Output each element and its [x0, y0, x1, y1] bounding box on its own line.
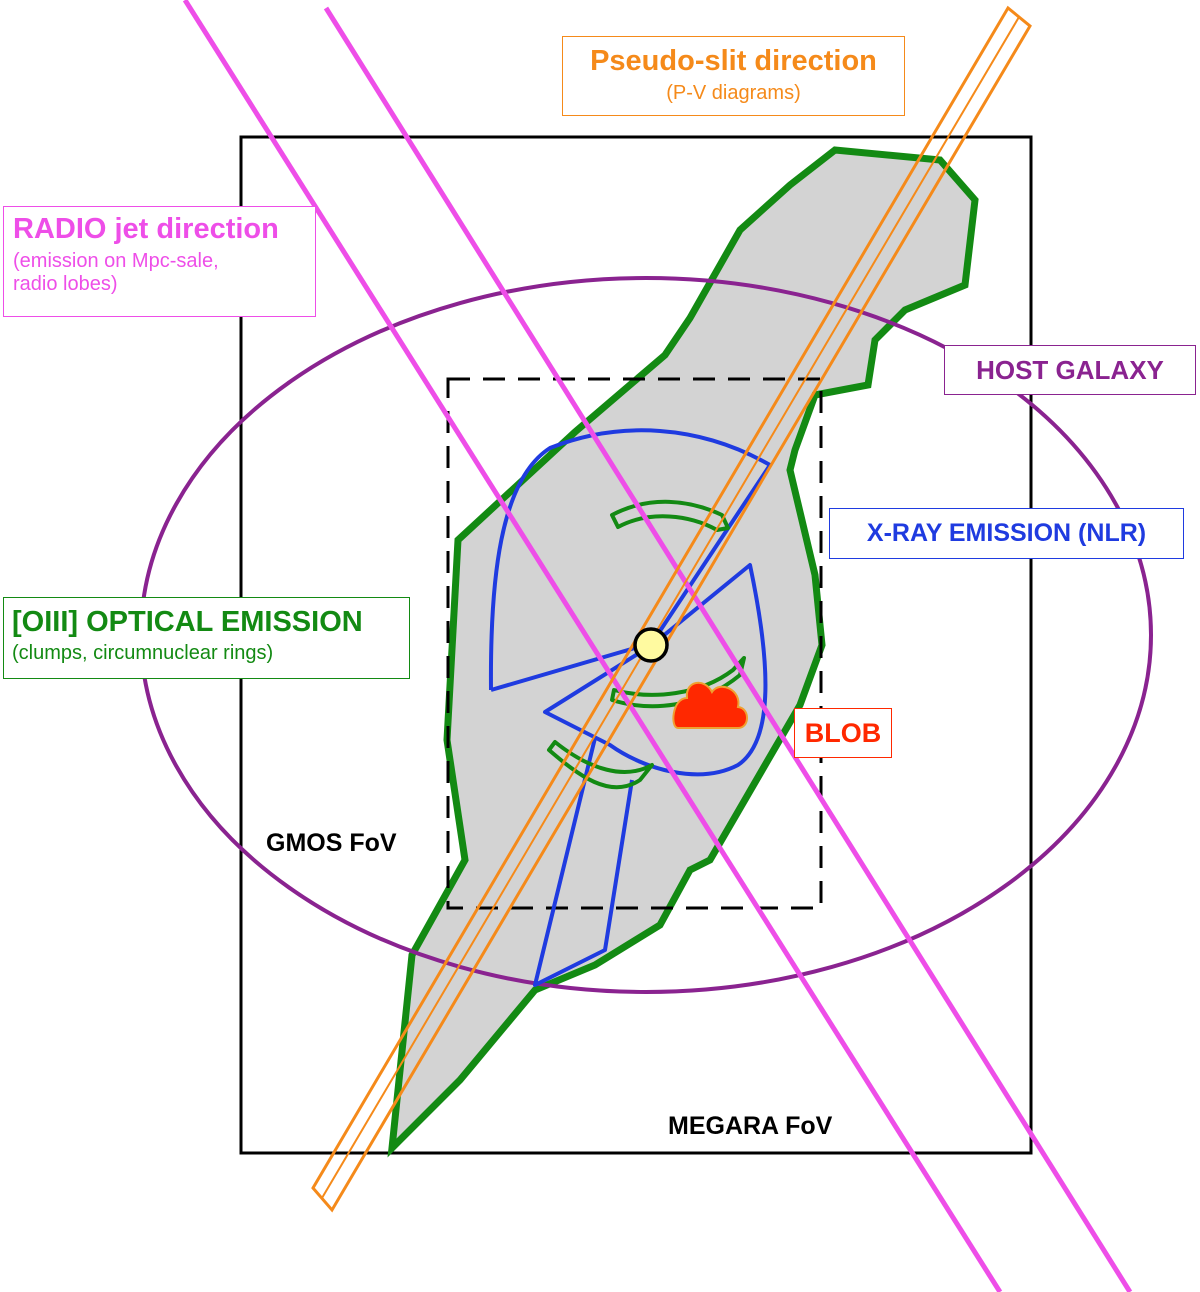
blob-label-title: BLOB [804, 718, 882, 748]
optical-label-box: [OIII] OPTICAL EMISSION (clumps, circumn… [3, 597, 410, 679]
optical-label-title: [OIII] OPTICAL EMISSION [12, 606, 363, 638]
cloud-icon [672, 682, 748, 729]
slit-label-sub: (P-V diagrams) [666, 82, 801, 104]
ring-arc-bottom [547, 740, 654, 790]
optical-emission-region [387, 146, 979, 1158]
pseudo-slit [311, 5, 1032, 1213]
radio-label-title: RADIO jet direction [13, 213, 279, 245]
optical-label-sub: (clumps, circumnuclear rings) [12, 642, 274, 664]
pseudo-slit-axis [321, 16, 1020, 1199]
gmos-fov-label: GMOS FoV [266, 829, 397, 857]
host-label-title: HOST GALAXY [976, 355, 1164, 385]
slit-label-box: Pseudo-slit direction (P-V diagrams) [562, 36, 905, 116]
xray-cone-lower [543, 563, 768, 777]
nucleus-circle-icon [633, 627, 669, 663]
xray-label-title: X-RAY EMISSION (NLR) [866, 519, 1147, 547]
slit-label-title: Pseudo-slit direction [590, 45, 877, 77]
radio-label-sub-2: radio lobes) [13, 273, 118, 295]
blob-label-box: BLOB [794, 708, 892, 758]
xray-label-box: X-RAY EMISSION (NLR) [829, 508, 1184, 559]
radio-label-sub-1: (emission on Mpc-sale, [13, 250, 219, 272]
megara-fov-label: MEGARA FoV [668, 1112, 833, 1140]
gmos-fov-frame [446, 377, 823, 910]
xray-jet-tail [533, 737, 634, 987]
radio-jet-line-2 [323, 6, 1133, 1292]
radio-jet-line-1 [182, 0, 1003, 1292]
radio-label-box: RADIO jet direction (emission on Mpc-sal… [3, 206, 316, 317]
xray-cone-upper [488, 428, 772, 692]
host-label-box: HOST GALAXY [944, 345, 1196, 395]
